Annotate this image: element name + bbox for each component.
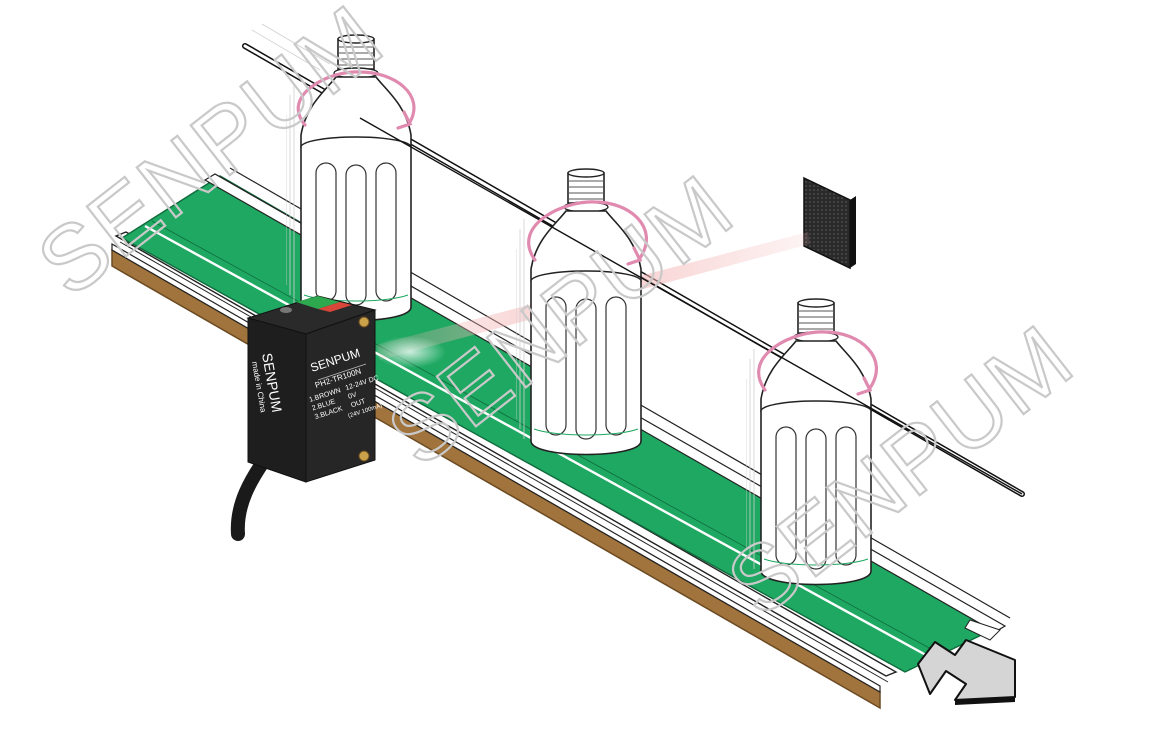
reflector-panel-icon — [803, 176, 856, 270]
indicator-green — [296, 296, 340, 309]
indicator-red — [318, 302, 352, 312]
guide-rail-front — [359, 117, 1023, 495]
wire-function: OUT — [350, 398, 367, 409]
watermark-layer: SENPUM SENPUM SENPUM — [18, 0, 1093, 637]
flow-arrow-icon — [917, 639, 1016, 705]
circular-arrow-icon — [296, 70, 878, 396]
photoelectric-sensor: SENPUM PH2-TR100N 1.BROWN 12-24V DC 2.BL… — [230, 295, 383, 541]
wire-function: 0V — [347, 391, 358, 400]
